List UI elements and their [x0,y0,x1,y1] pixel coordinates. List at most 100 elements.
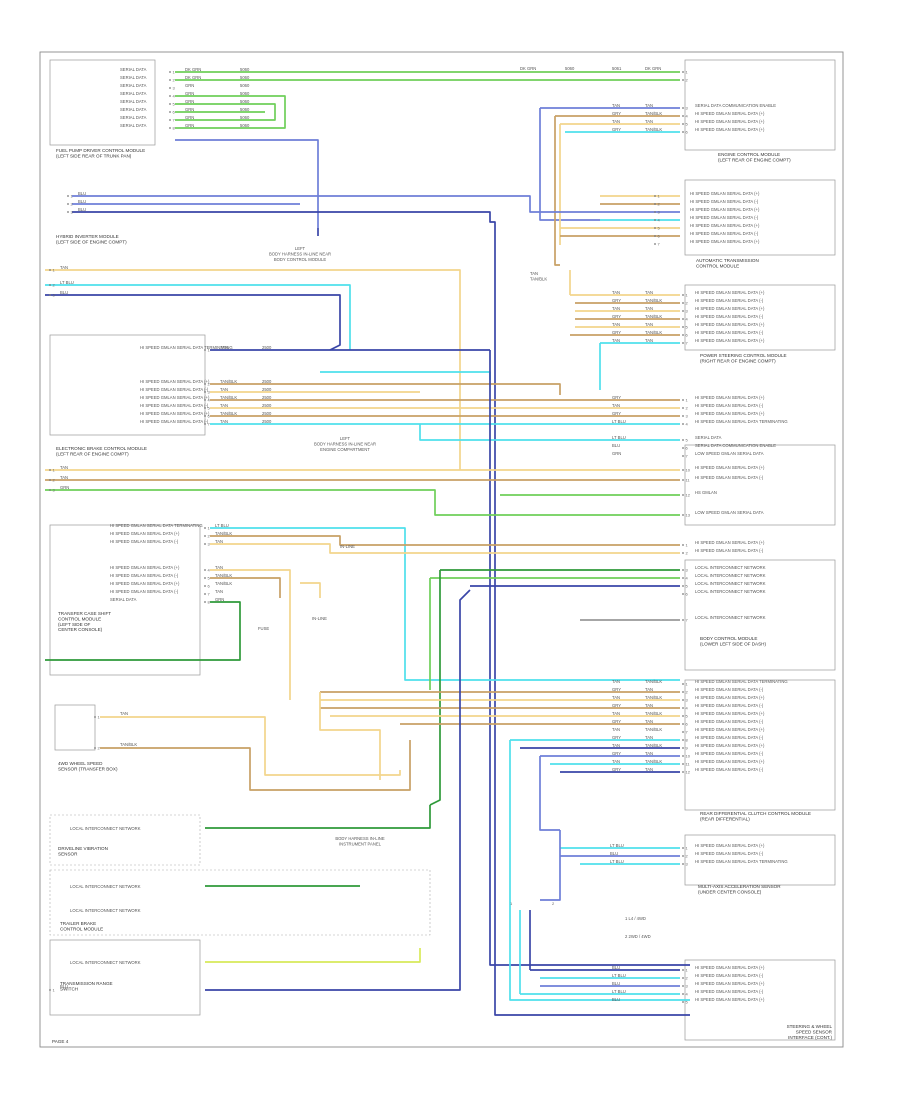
steering-wire-label: LT BLU [612,989,626,994]
transfer-pin [204,535,206,537]
body-top-pin [682,455,684,457]
brake-wire-label: TAN/BLK [220,395,237,400]
pin-number: 2 [658,201,661,206]
brake-wire-label: TAN [220,387,228,392]
pin-number: 3 [208,389,211,394]
steer-row-label: HI SPEED GMLAN SERIAL DATA (-) [695,330,764,335]
fuel-pump-pin [169,103,171,105]
rear-diff-pin [682,691,684,693]
steering-pin [682,1001,684,1003]
brake-circuit: 2500 [262,379,272,384]
brake-wire-label: TAN [220,419,228,424]
engine-control-label: (LEFT REAR OF ENGINE COMPT) [718,157,791,162]
steer-wire-label: TAN/BLK [645,298,662,303]
wire-engine-tan-drop [554,116,560,266]
body-control-box [684,559,836,671]
pin-number: 10 [686,467,691,472]
transfer-pin [204,601,206,603]
body-top-pin [682,423,684,425]
bcm-pin [682,479,684,481]
bcm-lin-pin [682,544,684,546]
rear-diff-row-label: HI SPEED GMLAN SERIAL DATA (-) [695,719,764,724]
body-top-wire-label: BLU [612,443,620,448]
rear-diff-row-label: HI SPEED GMLAN SERIAL DATA (+) [695,727,765,732]
brake-pin [204,349,206,351]
pin-number: 7 [208,591,211,596]
wire-ws-2 [100,740,411,791]
fuel-pump-circuit: 5060 [240,99,250,104]
pin-number: 2 [686,405,689,410]
rear-diff-wire-label: TAN/BLK [645,711,662,716]
electronic-brake-label: ELECTRONIC BRAKE CONTROL MODULE [56,446,147,451]
hybrid-wire-label: BLU [78,199,86,204]
pin-number: 4 [686,705,689,710]
transfer-pin [204,527,206,529]
pin-number: 5 [686,713,689,718]
splice-wire-label: TAN/BLK [530,276,547,281]
bcm-lin-pin [682,552,684,554]
rear-diff-wire-label: GRY [612,751,621,756]
transfer-wire-label: LT BLU [215,523,229,528]
pin-number: 13 [686,512,691,517]
wire-rd-cyan-long [509,740,690,1001]
bcm-row-label: LOW SPEED GMLAN SERIAL DATA [695,510,764,515]
rear-diff-wire-label: TAN [645,719,653,724]
brake-pin [204,399,206,401]
pin-number: 3 [686,308,689,313]
multi-axis-label: MULTI-AXIS ACCELERATION SENSOR [698,884,781,889]
pin-number: 4 [686,991,689,996]
page-number: PAGE 4 [52,1039,69,1044]
hybrid-inverter-label: HYBRID INVERTER MODULE [56,234,119,239]
pin-number: 5 [208,405,211,410]
rear-diff-row-label: HI SPEED GMLAN SERIAL DATA (-) [695,751,764,756]
pin-number: 3 [53,487,56,492]
wire-label: 5060 [565,66,575,71]
multi-axis-box [684,834,836,886]
electronic-brake-box [49,334,206,436]
transmission-range-box [49,939,201,1016]
trans-pin [654,203,656,205]
steer-wire-label: TAN [645,290,653,295]
trailer-box [49,869,431,936]
engine-wire-label: TAN/BLK [645,111,662,116]
brake-pin [204,423,206,425]
trailer-row: LOCAL INTERCONNECT NETWORK [70,884,141,889]
splice-in-line: IN-LINE [340,544,355,549]
pin-dot [49,989,51,991]
pin-number: 1 [53,467,56,472]
brake-circuit: 2500 [262,395,272,400]
transfer-row-label: HI SPEED GMLAN SERIAL DATA (-) [110,573,179,578]
wire-tc-cyan [210,527,680,681]
hybrid-wire-label: BLU [78,191,86,196]
wire-rail-navy [45,294,341,351]
pin-number: 1 [686,69,689,74]
wire-driveline [205,805,431,829]
pin-number: 1 [208,525,211,530]
pin-number: 9 [686,745,689,750]
splice-left-harness-2: ENGINE COMPARTMENT [320,447,370,452]
pin-number: 1 [686,967,689,972]
body-top-pin [682,439,684,441]
rear-diff-pin [682,715,684,717]
fuel-pump-label: FUEL PUMP DRIVER CONTROL MODULE [56,148,145,153]
pin-number: 1 [686,845,689,850]
engine-wire-label: TAN [645,103,653,108]
driveline-box [49,814,201,866]
brake-wire-label: TAN/BLK [220,379,237,384]
wire-navy-return [205,589,471,991]
pin-number: 3 [686,983,689,988]
wire-traces [45,71,690,1016]
bcm-lin-pin [682,619,684,621]
transfer-row-label: HI SPEED GMLAN SERIAL DATA (+) [110,581,180,586]
fuel-pump-row-label: SERIAL DATA [120,91,147,96]
steer-wire-label: GRY [612,330,621,335]
wire-tc-green [45,601,241,661]
pin-number: 4 [208,397,211,402]
pin-number: 1 [686,397,689,402]
fuel-pump-circuit: 5060 [240,91,250,96]
pin-number: 1 [686,292,689,297]
wire-label: DK GRN [520,66,536,71]
rail-pin [49,294,51,296]
legend-1: 1 L4 / 4WD [625,916,646,921]
fuel-pump-wire-color: GRN [185,123,194,128]
